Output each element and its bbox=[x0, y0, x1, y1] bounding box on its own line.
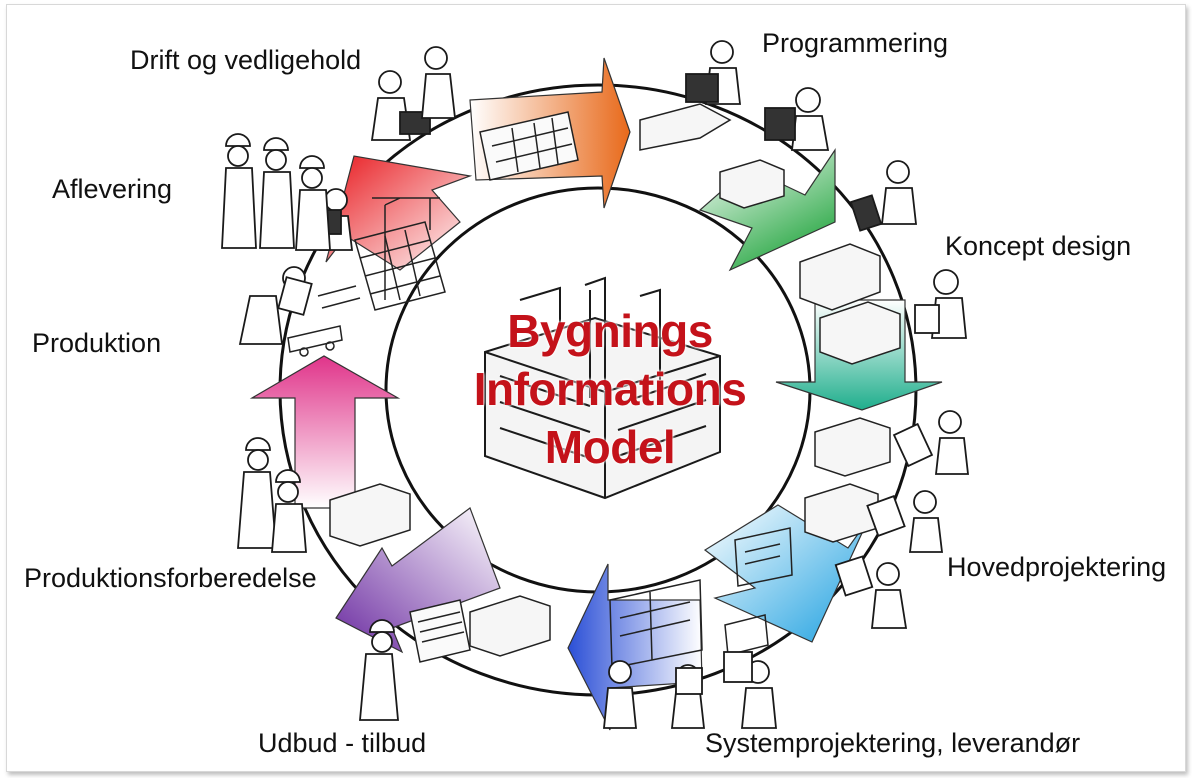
stage-label-produktion: Produktion bbox=[32, 328, 162, 358]
stage-label-programmering: Programmering bbox=[762, 28, 949, 58]
arrow-green bbox=[698, 148, 836, 272]
stage-label-koncept: Koncept design bbox=[945, 231, 1132, 261]
building-block-icon bbox=[329, 103, 901, 657]
arrow-red bbox=[325, 155, 473, 271]
worker-helmet-icon bbox=[221, 133, 399, 721]
truck-icon bbox=[287, 325, 343, 357]
arrow-purple bbox=[335, 507, 501, 654]
stage-label-aflevering: Aflevering bbox=[52, 174, 173, 204]
arrow-pink bbox=[249, 355, 401, 509]
center-title-line3: Model bbox=[544, 421, 676, 473]
forklift-icon bbox=[317, 285, 361, 309]
system-drawings-icon bbox=[609, 527, 793, 669]
stage-label-systemprojektering: Systemprojektering, leverandør bbox=[705, 728, 1081, 758]
stage-label-hovedprojektering: Hovedprojektering bbox=[947, 552, 1167, 582]
stage-label-produktionsforberedelse: Produktionsforberedelse bbox=[24, 563, 317, 593]
drawing-sheet-icon bbox=[409, 111, 579, 663]
center-title-line2: Informations bbox=[473, 363, 747, 415]
center-title-line1: Bygnings bbox=[507, 305, 713, 357]
stage-label-drift: Drift og vedligehold bbox=[130, 45, 362, 75]
person-laptop-icon bbox=[238, 40, 970, 729]
crane-icon bbox=[354, 197, 446, 311]
stage-label-udbud: Udbud - tilbud bbox=[258, 728, 427, 758]
building-sketch-icon bbox=[484, 276, 721, 500]
